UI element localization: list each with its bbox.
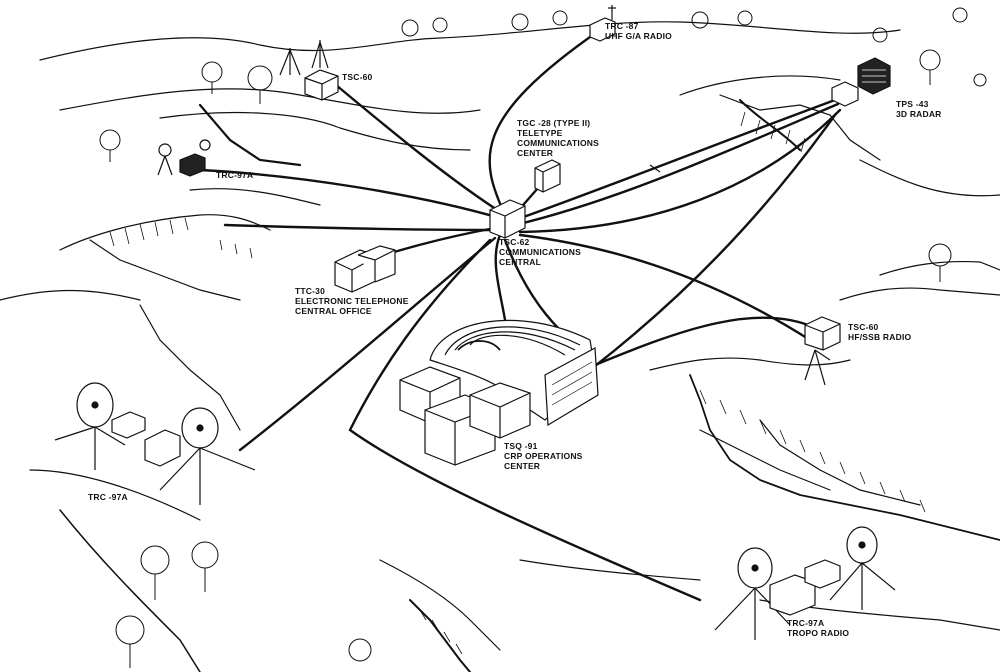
trc97a-left-label-line1: TRC-97A <box>216 170 254 180</box>
trc87-label-line1: TRC -87 <box>605 21 639 31</box>
ttc30-label-line2: ELECTRONIC TELEPHONE <box>295 296 409 306</box>
tsc60-right-shelter <box>804 316 841 386</box>
cable-to-trc97a-left <box>198 168 502 220</box>
cable-horizontal <box>223 223 497 232</box>
antenna-masts <box>279 40 661 173</box>
tsc60-right-label: TSC-60 HF/SSB RADIO <box>848 322 911 342</box>
cable-to-tps43-b <box>513 102 840 227</box>
tps43-label: TPS -43 3D RADAR <box>896 99 942 119</box>
tsq91-label: TSQ -91 CRP OPERATIONS CENTER <box>504 441 583 471</box>
tsc60-right-label-line2: HF/SSB RADIO <box>848 332 912 342</box>
cable-to-tsc60-top <box>328 78 507 217</box>
ttc30-shelters <box>334 245 396 293</box>
cable-to-tps43-d <box>588 113 837 372</box>
tgc28-label: TGC -28 (TYPE II) TELETYPE COMMUNICATION… <box>517 118 599 158</box>
trc97a-tropo-label-line1: TRC-97A <box>787 618 825 628</box>
trc97a-tropo-label-line2: TROPO RADIO <box>787 628 850 638</box>
tps43-radar <box>831 57 891 107</box>
trc97a-bottom-left-label: TRC -97A <box>88 492 128 502</box>
tgc28-shelter <box>534 159 561 193</box>
tsc62-label-line2: COMMUNICATIONS <box>499 247 581 257</box>
trc97a-left-station <box>157 139 211 177</box>
tsq91-ops-center <box>399 319 599 466</box>
tgc28-label-line2: TELETYPE <box>517 128 563 138</box>
cable-to-ops-b <box>503 238 562 332</box>
terrain-hatching <box>109 111 926 655</box>
tsq91-label-line1: TSQ -91 <box>504 441 538 451</box>
tsc62-shelter <box>489 199 526 239</box>
tsc60-right-label-line1: TSC-60 <box>848 322 879 332</box>
vegetation <box>99 7 987 668</box>
trc97a-tropo-label: TRC-97A TROPO RADIO <box>787 618 849 638</box>
cable-from-tsc60r <box>593 316 822 367</box>
tsc62-label: TSC-62 COMMUNICATIONS CENTRAL <box>499 237 581 267</box>
tsc62-label-line1: TSC-62 <box>499 237 530 247</box>
ttc30-label: TTC-30 ELECTRONIC TELEPHONE CENTRAL OFFI… <box>295 286 409 316</box>
tgc28-label-line1: TGC -28 (TYPE II) <box>517 118 591 128</box>
tsc60-top-shelter <box>304 69 339 101</box>
tsc60-top-label: TSC-60 <box>342 72 373 82</box>
tps43-label-line2: 3D RADAR <box>896 109 942 119</box>
trc97a-tropo-station <box>714 526 896 640</box>
tsc62-label-line3: CENTRAL <box>499 257 542 267</box>
tsq91-label-line3: CENTER <box>504 461 541 471</box>
trc97a-left-label: TRC-97A <box>216 170 253 180</box>
tsq91-label-line2: CRP OPERATIONS <box>504 451 583 461</box>
trc87-label: TRC -87 UHF G/A RADIO <box>605 21 672 41</box>
tsc60-top-label-line1: TSC-60 <box>342 72 373 82</box>
cable-to-ops-a <box>494 233 507 322</box>
trc87-label-line2: UHF G/A RADIO <box>605 31 672 41</box>
terrain <box>0 21 1000 672</box>
ttc30-label-line3: CENTRAL OFFICE <box>295 306 372 316</box>
cable-to-tps43-c <box>518 108 842 234</box>
cable-to-tsc60-right <box>518 233 812 342</box>
cable-to-trc97a-bl <box>238 236 497 452</box>
trc87-antenna <box>589 5 616 42</box>
trc97a-bottom-left-station <box>54 382 256 505</box>
cable-to-trc87 <box>488 28 602 217</box>
equipment <box>54 5 896 640</box>
ttc30-label-line1: TTC-30 <box>295 286 326 296</box>
cable-to-tps43-a <box>513 98 837 222</box>
tgc28-label-line4: CENTER <box>517 148 554 158</box>
trc97a-bottom-left-label-line1: TRC -97A <box>88 492 128 502</box>
tps43-label-line1: TPS -43 <box>896 99 929 109</box>
cable-to-tropo <box>348 238 702 602</box>
tgc28-label-line3: COMMUNICATIONS <box>517 138 599 148</box>
